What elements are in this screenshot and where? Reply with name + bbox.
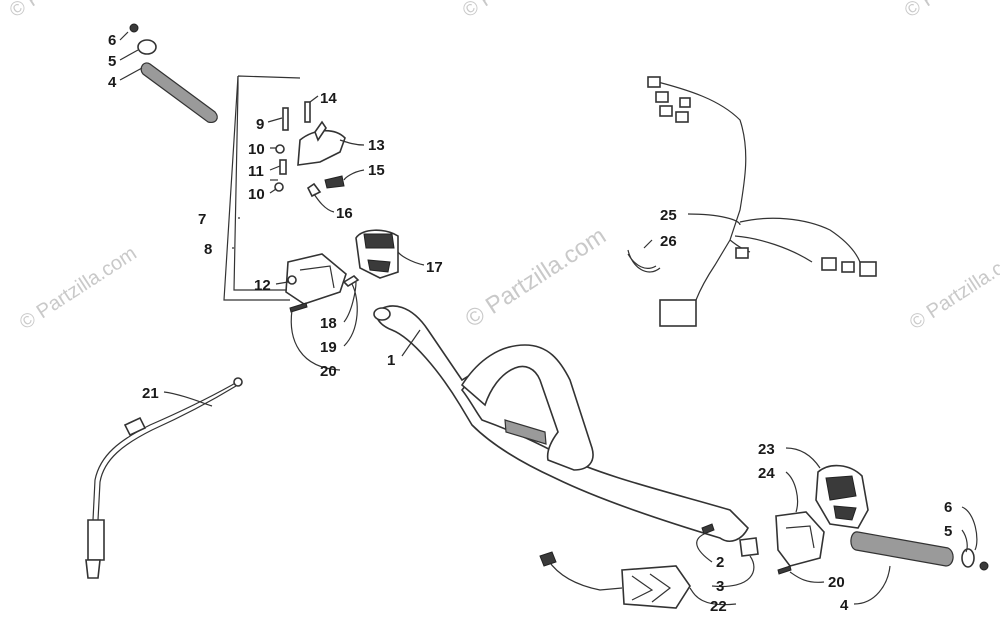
right-switch-housing <box>775 464 869 567</box>
callout-23: 23 <box>758 441 775 458</box>
wire-clip <box>627 249 661 273</box>
callout-20-left: 20 <box>320 363 337 380</box>
throttle-housing <box>285 253 360 313</box>
throttle-lever <box>270 101 346 198</box>
grip-heater <box>539 551 691 609</box>
assembly-bracket <box>223 75 301 301</box>
callout-5-right: 5 <box>944 523 952 540</box>
watermark-center: © Partzilla.com <box>461 222 611 333</box>
callout-25: 25 <box>660 207 677 224</box>
watermark-top-left: © Partzilla.com <box>6 0 131 22</box>
callout-20-right: 20 <box>828 574 845 591</box>
callout-6-right: 6 <box>944 499 952 516</box>
callout-14: 14 <box>320 90 337 107</box>
right-grip <box>850 531 989 571</box>
handlebar <box>373 305 749 542</box>
callout-labels: 6 5 4 7 8 9 10 11 10 14 13 15 16 17 12 1… <box>108 32 952 615</box>
callout-5-left: 5 <box>108 53 116 70</box>
callout-21: 21 <box>142 385 159 402</box>
callout-26: 26 <box>660 233 677 250</box>
callout-4-left: 4 <box>108 74 117 91</box>
callout-18: 18 <box>320 315 337 332</box>
callout-15: 15 <box>368 162 385 179</box>
leader-lines <box>119 31 978 606</box>
callout-11: 11 <box>248 163 264 180</box>
callout-1: 1 <box>387 352 395 369</box>
callout-12: 12 <box>254 277 271 294</box>
callout-4-right: 4 <box>840 597 849 614</box>
callout-9: 9 <box>256 116 264 133</box>
callout-8: 8 <box>204 241 212 258</box>
watermark-top-mid: © Partzilla.com <box>459 0 584 22</box>
callout-24: 24 <box>758 465 775 482</box>
bar-end-parts <box>701 523 792 575</box>
throttle-cable <box>85 377 243 579</box>
watermark-right: © Partzilla.com <box>906 242 1000 334</box>
callout-13: 13 <box>368 137 385 154</box>
switch-housing <box>355 229 399 279</box>
callout-7: 7 <box>198 211 206 228</box>
left-grip <box>129 23 218 123</box>
callout-6-left: 6 <box>108 32 116 49</box>
watermark-left: © Partzilla.com <box>16 242 141 334</box>
callout-17: 17 <box>426 259 443 276</box>
callout-3: 3 <box>716 578 724 595</box>
wire-harness <box>647 76 877 327</box>
callout-19: 19 <box>320 339 337 356</box>
callout-10-lower: 10 <box>248 186 265 203</box>
callout-16: 16 <box>336 205 353 222</box>
watermark-top-right: © Partzilla.com <box>901 0 1000 22</box>
callout-10-upper: 10 <box>248 141 265 158</box>
callout-22: 22 <box>710 598 727 615</box>
callout-2: 2 <box>716 554 724 571</box>
